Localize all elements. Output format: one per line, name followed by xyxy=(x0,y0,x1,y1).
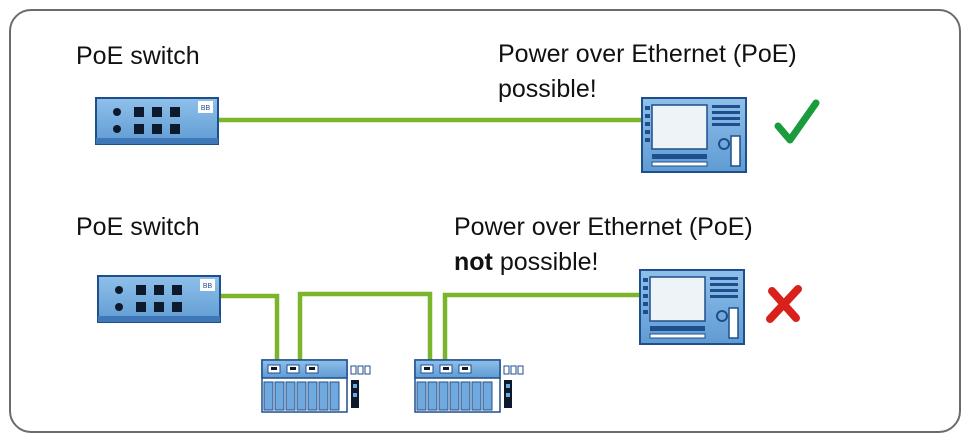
bottom-cable-switch-to-io1 xyxy=(220,293,280,368)
bottom-message-rest: possible! xyxy=(492,248,599,276)
bottom-poe-switch: BB xyxy=(97,275,221,323)
top-switch-label: PoE switch xyxy=(76,42,200,70)
bottom-switch-tag: BB xyxy=(203,283,213,290)
diagram-frame xyxy=(9,9,961,433)
cross-mark-icon xyxy=(766,285,802,323)
bottom-hmi-panel xyxy=(639,269,745,345)
top-switch-tag: BB xyxy=(201,105,211,112)
bottom-switch-label: PoE switch xyxy=(76,213,200,241)
check-mark-icon xyxy=(774,99,820,144)
top-hmi-panel xyxy=(641,97,747,173)
bottom-cable-io1-to-io2 xyxy=(297,291,433,368)
io-station-2 xyxy=(414,359,524,413)
bottom-cable-io2-to-panel xyxy=(442,292,643,368)
top-message-line2: possible! xyxy=(498,75,597,103)
bottom-message-line1: Power over Ethernet (PoE) xyxy=(454,213,753,241)
bottom-message-not: not xyxy=(454,248,493,276)
io-station-1 xyxy=(261,359,371,413)
top-message-line1: Power over Ethernet (PoE) xyxy=(498,40,797,68)
bottom-message-line2: not possible! xyxy=(454,247,599,277)
top-poe-switch: BB xyxy=(95,97,219,145)
